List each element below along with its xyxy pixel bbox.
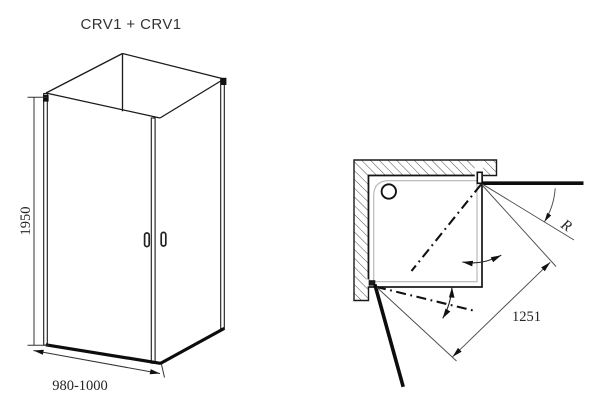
door1-arc-arrow-left	[462, 260, 474, 267]
door-handles	[143, 231, 167, 248]
door2-arc-arrow-top	[448, 287, 455, 298]
extension-line-bottom-hinge	[376, 287, 457, 362]
width-arrow-left	[33, 349, 44, 355]
diagonal-arrow-bottom	[452, 347, 462, 357]
drawing-title: CRV1 + CRV1	[81, 16, 182, 33]
top-edge-front-right	[159, 78, 225, 119]
right-wall-profile	[220, 78, 225, 330]
width-dimension-line	[33, 350, 161, 374]
extension-line-top-hinge	[482, 185, 557, 267]
handle-left-door	[143, 232, 151, 248]
arrowheads	[442, 212, 552, 357]
door2-arc-arrow-bottom	[442, 308, 451, 319]
wall-gap-top-hinge	[474, 161, 483, 177]
height-dimension-label: 1950	[18, 207, 34, 236]
width-arrow-right	[149, 369, 160, 375]
door1-mid-position-dashdot	[410, 183, 482, 272]
radius-arc-arrow	[544, 212, 552, 222]
radius-line	[482, 183, 575, 241]
bottom-rails	[45, 326, 226, 365]
door1-arc-arrow-right	[490, 255, 502, 263]
radius-label: R	[557, 216, 574, 235]
top-edge-front-left	[45, 92, 161, 119]
handle-right-door	[160, 231, 167, 247]
door2-mid-position-dashdot	[375, 285, 477, 313]
isometric-view: CRV1 + CRV1	[18, 16, 227, 394]
width-dimension: 980-1000	[33, 349, 165, 394]
top-edge-back-left	[45, 52, 123, 94]
diagonal-arrow-top	[541, 262, 551, 272]
height-dimension: 1950	[18, 96, 49, 346]
width-dimension-label: 980-1000	[52, 378, 108, 394]
width-dimension-ext	[161, 364, 165, 378]
wall-bracket-left	[43, 94, 49, 102]
construction-lines	[376, 183, 575, 362]
wall-bracket-right	[220, 77, 227, 85]
top-frame-edges	[45, 52, 225, 119]
diagonal-dimension-line	[452, 261, 551, 358]
diagonal-dimension-label: 1251	[512, 309, 541, 325]
hinge-top-right	[476, 171, 483, 185]
bottom-rail-left	[45, 343, 162, 365]
wall-gap-left-hinge	[365, 279, 369, 287]
top-edge-back-right	[122, 52, 225, 80]
shower-tray-inner-rim	[373, 180, 478, 283]
front-corner-profile	[150, 117, 156, 364]
left-wall-profile	[43, 92, 48, 346]
bottom-rail-right	[159, 326, 226, 365]
vertical-profiles	[43, 78, 225, 364]
hinge-bottom-left	[368, 280, 376, 286]
door2-open-position	[373, 283, 405, 388]
drain-circle	[380, 183, 397, 200]
plan-view: 1251 R	[353, 159, 584, 388]
